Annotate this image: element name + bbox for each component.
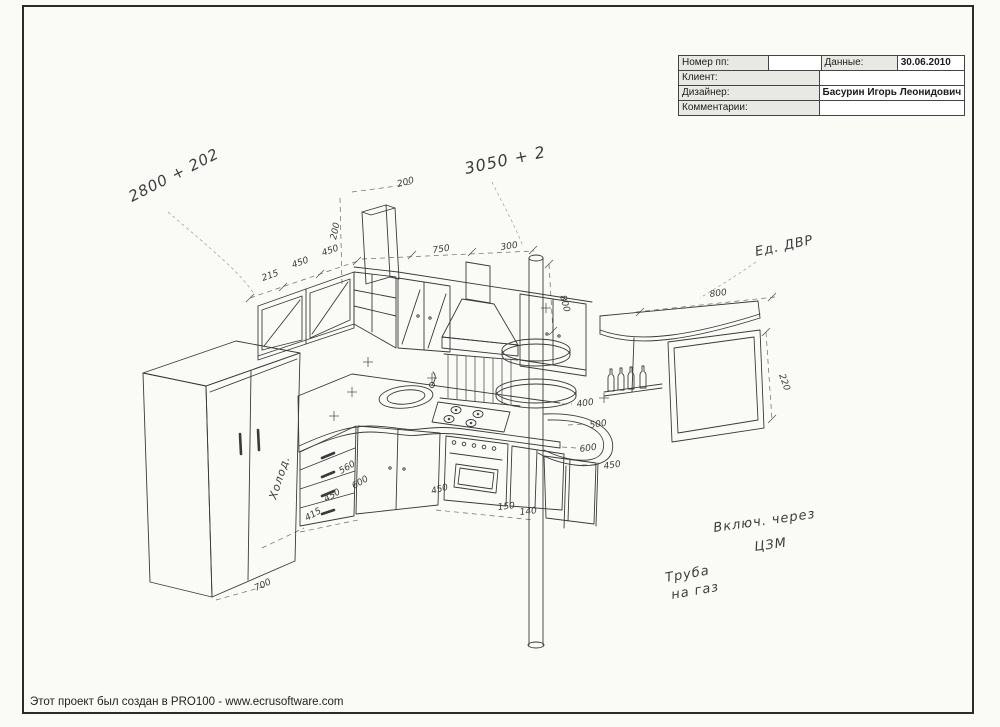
cross-marks <box>329 303 609 421</box>
note-top-right: Ед. ДВР <box>754 233 815 260</box>
field-label-date: Данные: <box>820 56 897 70</box>
field-value-date: 30.06.2010 <box>896 56 964 70</box>
dimension-lines <box>167 181 777 601</box>
fridge-cabinet <box>142 340 301 598</box>
dim-label: 215 <box>261 268 281 283</box>
handwritten-notes: 2800 + 202 3050 + 2 Ед. ДВР Холод. Включ… <box>126 142 817 603</box>
field-label-comments: Комментарии: <box>679 101 819 115</box>
corner-open-shelf <box>353 271 397 349</box>
dim-label: 150 <box>497 501 515 513</box>
dim-label: 700 <box>253 577 273 593</box>
dim-label: 200 <box>329 221 342 240</box>
note-wall-length: 3050 + 2 <box>463 142 548 178</box>
field-value-comments <box>818 101 964 115</box>
title-block-row-client: Клиент: <box>679 70 964 85</box>
fridge-label: Холод. <box>266 454 293 502</box>
field-label-designer: Дизайнер: <box>679 86 819 100</box>
field-label-client: Клиент: <box>679 71 819 85</box>
dim-label: 450 <box>323 487 343 504</box>
dim-label: 800 <box>709 288 728 300</box>
dim-label: 450 <box>430 483 449 497</box>
bar-counter <box>537 413 614 529</box>
dim-label: 600 <box>351 474 371 491</box>
note-ceiling-height: 2800 + 202 <box>126 145 222 206</box>
field-label-number: Номер пп: <box>679 56 769 70</box>
wall-shelf-unit <box>599 300 765 443</box>
column-pipe <box>495 254 577 649</box>
field-value-number <box>768 56 821 70</box>
dim-label: 600 <box>579 443 598 455</box>
dim-label: 450 <box>321 243 341 258</box>
upper-cabinets-left <box>257 271 355 361</box>
dimension-ticks <box>245 245 777 424</box>
vent-duct <box>361 204 400 285</box>
gas-hob <box>431 401 511 433</box>
upper-cabinets-right <box>353 266 593 377</box>
dim-label: 220 <box>776 373 791 393</box>
bottles <box>607 365 647 392</box>
title-block-row-designer: Дизайнер: Басурин Игорь Леонидович <box>679 85 964 100</box>
note-switch-line2: ЦЗМ <box>753 536 787 555</box>
drawer-unit <box>299 425 357 527</box>
note-switch-line1: Включ. через <box>712 507 816 536</box>
title-block-row-number: Номер пп: Данные: 30.06.2010 <box>679 56 964 70</box>
title-block: Номер пп: Данные: 30.06.2010 Клиент: Диз… <box>678 55 965 116</box>
dim-label: 400 <box>576 398 595 410</box>
field-value-designer: Басурин Игорь Леонидович <box>818 86 964 100</box>
splashback-tiles <box>439 353 521 407</box>
cooker-hood <box>441 261 519 357</box>
dim-label: 200 <box>396 176 415 190</box>
sink-base-cabinet <box>355 425 441 515</box>
oven <box>443 435 509 507</box>
title-block-row-comments: Комментарии: <box>679 100 964 115</box>
drawing-border-frame <box>22 5 974 714</box>
dim-label: 800 <box>557 294 571 313</box>
dim-label: 750 <box>432 244 451 256</box>
dim-label: 140 <box>519 506 537 518</box>
dim-label: 500 <box>589 419 608 431</box>
right-base-cabinet <box>509 445 565 511</box>
dim-label: 300 <box>500 241 519 253</box>
field-value-client <box>818 71 964 85</box>
dim-label: 450 <box>291 255 311 270</box>
footer-credit: Этот проект был создан в PRO100 - www.ec… <box>30 696 344 708</box>
countertop <box>297 373 561 453</box>
round-shelves <box>495 338 577 409</box>
wall-panel <box>667 329 765 443</box>
dim-label: 450 <box>603 460 622 472</box>
dim-label: 415 <box>304 506 324 523</box>
sink <box>378 371 436 409</box>
